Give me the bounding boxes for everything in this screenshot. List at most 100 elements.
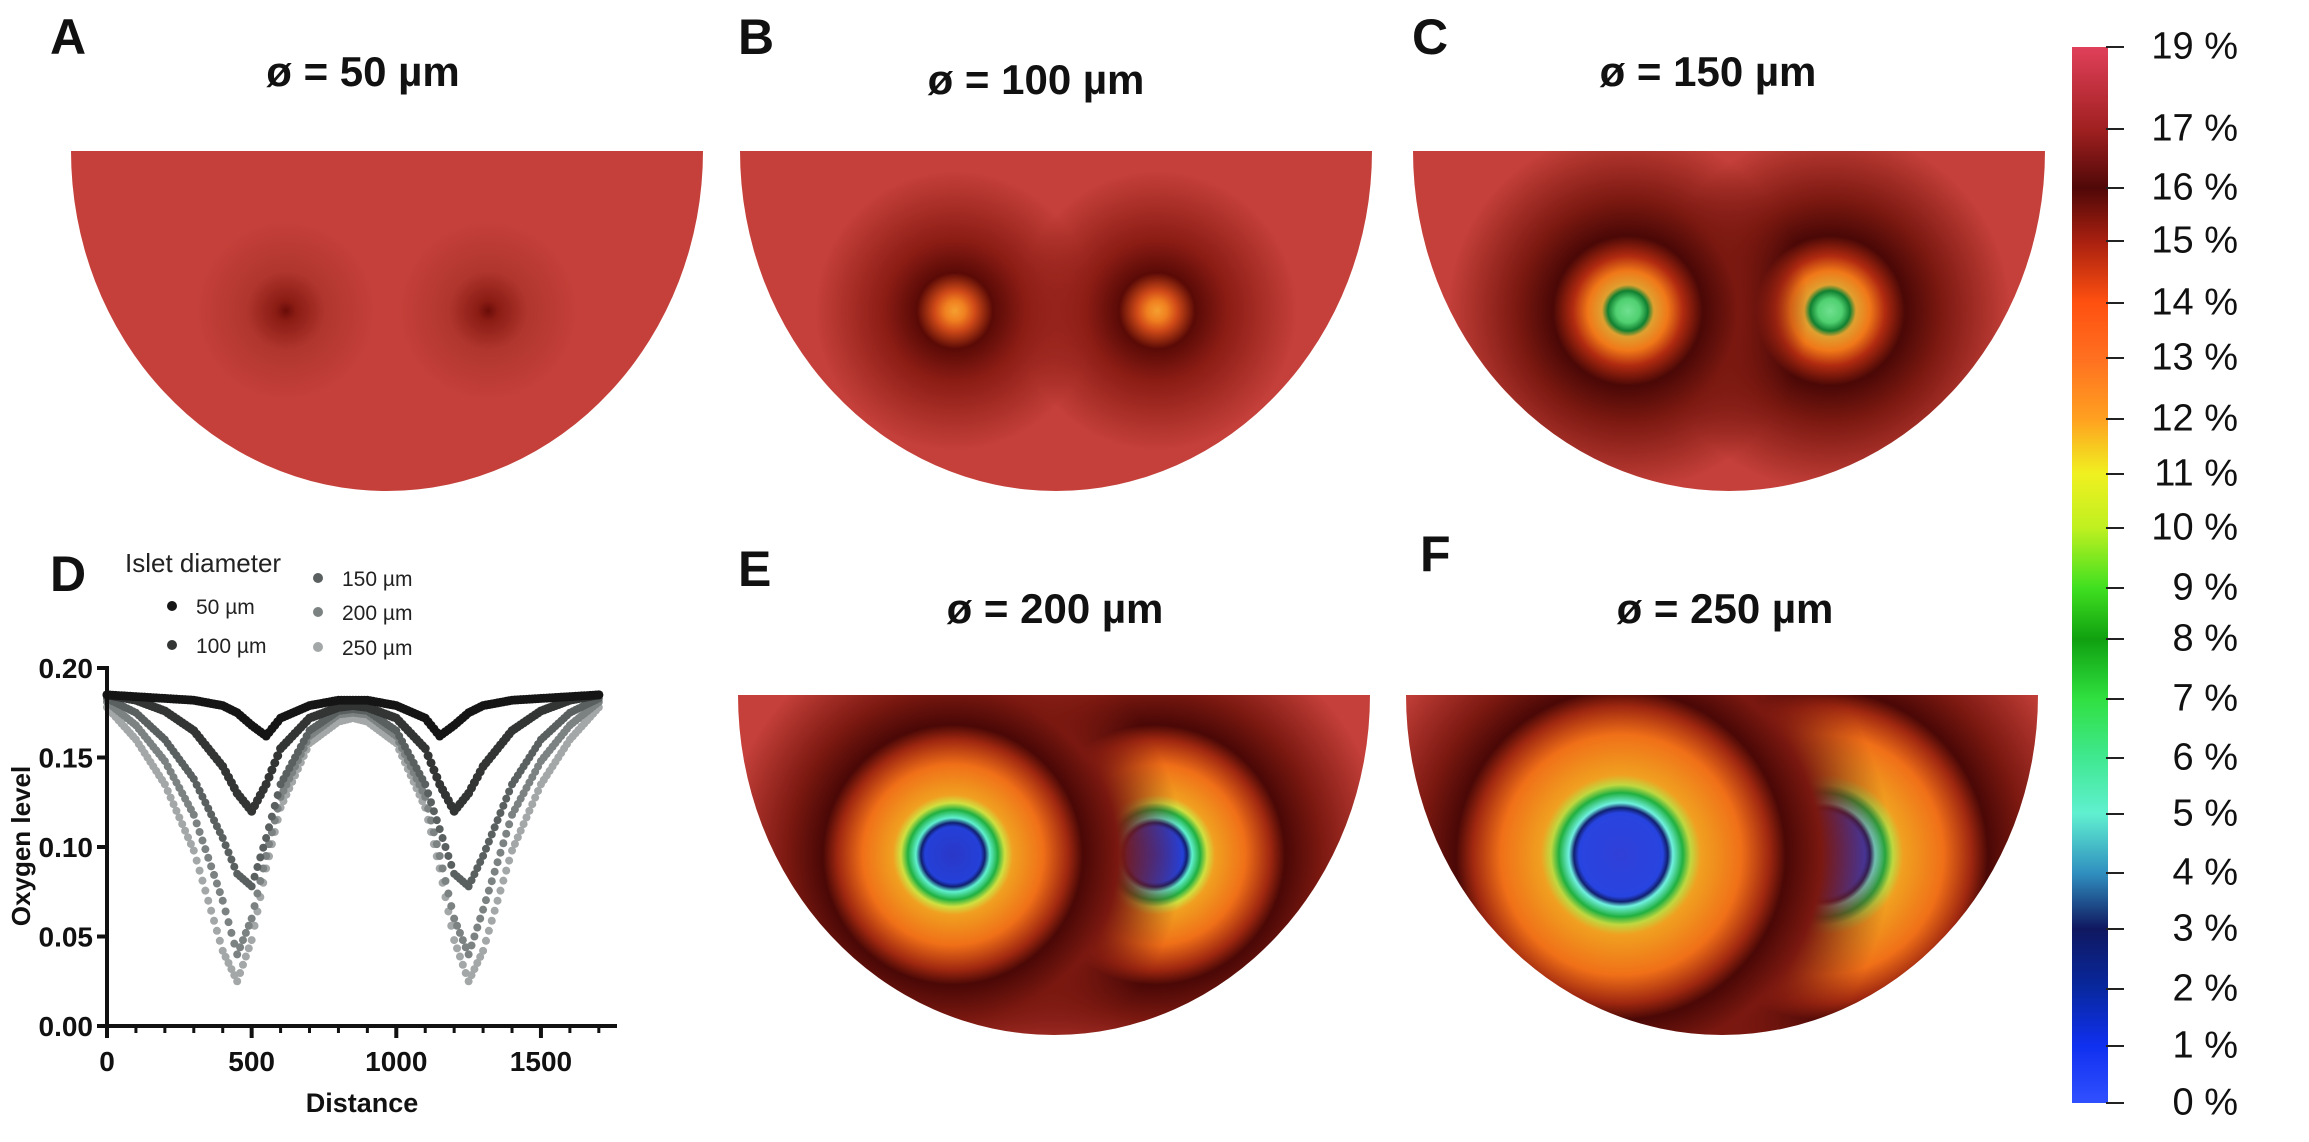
data-point-series-1: [261, 779, 271, 789]
heatmap-panel-f: [1406, 695, 2038, 1035]
colorbar-label: 9 %: [2172, 566, 2238, 609]
colorbar-tick: [2106, 240, 2124, 242]
panel-label-c: C: [1412, 9, 1449, 65]
data-point-series-3: [505, 820, 514, 829]
data-point-series-2: [484, 837, 493, 846]
data-point-series-2: [473, 864, 482, 873]
data-point-series-4: [186, 839, 195, 848]
data-point-series-2: [224, 848, 233, 857]
data-point-series-3: [236, 943, 245, 952]
data-point-series-4: [175, 813, 184, 822]
colorbar-label: 15 %: [2151, 219, 2238, 262]
data-point-series-4: [476, 952, 485, 961]
data-point-series-2: [273, 791, 282, 800]
data-point-series-4: [467, 971, 476, 980]
legend-label: 100 µm: [196, 635, 266, 658]
data-point-series-1: [264, 772, 274, 782]
heatmap-panel-b: [740, 151, 1372, 491]
data-point-series-3: [227, 928, 236, 937]
data-point-series-2: [189, 774, 198, 783]
data-point-series-2: [427, 798, 436, 807]
data-point-series-4: [198, 876, 207, 885]
legend-title: Islet diameter: [125, 548, 281, 578]
data-point-series-4: [493, 896, 502, 905]
data-point-series-1: [420, 744, 430, 754]
data-point-series-4: [496, 886, 505, 895]
data-point-series-2: [198, 792, 207, 801]
data-point-series-3: [210, 870, 219, 879]
data-point-series-2: [250, 872, 259, 881]
data-point-series-4: [487, 916, 496, 925]
data-point-series-3: [444, 889, 453, 898]
data-point-series-2: [195, 786, 204, 795]
data-point-series-3: [490, 867, 499, 876]
data-point-series-3: [215, 888, 224, 897]
data-point-series-2: [256, 853, 265, 862]
legend-label: 250 µm: [342, 637, 412, 660]
data-point-series-3: [487, 877, 496, 886]
y-tick-label: 0.20: [39, 653, 94, 684]
legend-marker: [167, 601, 177, 611]
colorbar-tick: [2106, 302, 2124, 304]
data-point-series-4: [178, 820, 187, 829]
colorbar-label: 4 %: [2172, 851, 2238, 894]
data-point-series-1: [426, 758, 436, 768]
data-point-series-2: [490, 823, 499, 832]
data-point-series-3: [201, 845, 210, 854]
x-tick-label: 1500: [510, 1046, 572, 1077]
data-point-series-3: [450, 914, 459, 923]
colorbar-label: 10 %: [2151, 506, 2238, 549]
colorbar-label: 14 %: [2151, 281, 2238, 324]
data-point-series-3: [253, 889, 262, 898]
data-point-series-4: [233, 977, 242, 986]
data-point-series-4: [450, 936, 459, 945]
y-tick-label: 0.15: [39, 743, 94, 774]
data-point-series-3: [455, 928, 464, 937]
data-point-series-1: [273, 751, 283, 761]
data-point-series-4: [453, 944, 462, 953]
data-point-series-4: [241, 952, 250, 961]
colorbar-tick: [2106, 587, 2124, 589]
panel-label-f: F: [1420, 526, 1451, 582]
data-point-series-3: [189, 810, 198, 819]
colorbar-label: 16 %: [2151, 166, 2238, 209]
data-point-series-2: [470, 870, 479, 879]
data-point-series-2: [496, 808, 505, 817]
data-point-series-2: [429, 807, 438, 816]
legend-label: 150 µm: [342, 568, 412, 591]
data-point-series-2: [467, 876, 476, 885]
colorbar-label: 17 %: [2151, 107, 2238, 150]
x-tick-label: 500: [228, 1046, 275, 1077]
data-point-series-4: [519, 820, 528, 829]
data-point-series-3: [453, 921, 462, 930]
data-point-series-2: [212, 822, 221, 831]
data-point-series-2: [499, 801, 508, 810]
legend-label: 50 µm: [196, 596, 255, 619]
data-point-series-2: [447, 860, 456, 869]
colorbar-label: 19 %: [2151, 25, 2238, 68]
data-point-series-4: [210, 916, 219, 925]
data-point-series-2: [218, 834, 227, 843]
data-point-series-2: [464, 882, 473, 891]
data-point-series-2: [424, 789, 433, 798]
data-point-series-4: [160, 780, 169, 789]
data-point-series-3: [481, 896, 490, 905]
y-tick-label: 0.10: [39, 832, 94, 863]
data-point-series-2: [210, 816, 219, 825]
colorbar-label: 2 %: [2172, 967, 2238, 1010]
data-point-series-3: [484, 886, 493, 895]
data-point-series-2: [441, 843, 450, 851]
data-point-series-3: [441, 877, 450, 886]
data-point-series-4: [215, 936, 224, 945]
data-point-series-2: [481, 844, 490, 853]
data-point-series-2: [227, 855, 236, 864]
colorbar-tick: [2106, 46, 2124, 48]
data-point-series-1: [270, 758, 280, 768]
data-point-series-4: [195, 866, 204, 875]
data-point-series-3: [241, 928, 250, 937]
data-point-series-3: [204, 853, 213, 862]
data-point-series-4: [522, 813, 531, 822]
data-point-series-4: [499, 876, 508, 885]
data-point-series-4: [192, 856, 201, 865]
colorbar-tick: [2106, 988, 2124, 990]
